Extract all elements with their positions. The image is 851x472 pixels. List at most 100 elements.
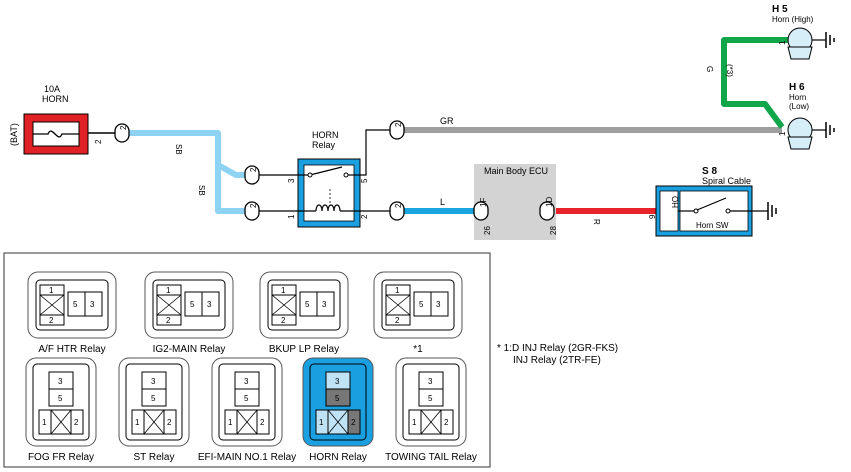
relay-efi-main: 3 5 1 2 EFI-MAIN NO.1 Relay bbox=[198, 357, 296, 463]
wire-label-gr: GR bbox=[440, 116, 454, 126]
svg-text:2: 2 bbox=[249, 203, 258, 208]
svg-text:2: 2 bbox=[167, 418, 172, 427]
horn-low-code: H 6 bbox=[789, 82, 805, 93]
svg-text:2: 2 bbox=[395, 316, 400, 325]
relay-pin-5: 5 bbox=[360, 178, 369, 183]
relay-fog-fr: 3 5 1 2 FOG FR Relay bbox=[25, 357, 97, 463]
wires bbox=[88, 37, 789, 214]
svg-text:1: 1 bbox=[166, 286, 171, 295]
connector-fuse: 2 bbox=[114, 123, 130, 143]
spiral-cable: S 8 Spiral Cable HO 9 Horn SW bbox=[648, 166, 777, 237]
ground-icon bbox=[825, 32, 835, 48]
svg-text:2: 2 bbox=[394, 203, 403, 208]
svg-text:1: 1 bbox=[395, 286, 400, 295]
connector-1d: 1D bbox=[539, 197, 555, 221]
svg-text:3: 3 bbox=[428, 377, 433, 386]
svg-text:3: 3 bbox=[90, 300, 95, 309]
ecu-name: Main Body ECU bbox=[484, 166, 548, 176]
spiral-terminal: HO bbox=[671, 196, 680, 208]
relay-towing-tail: 3 5 1 2 TOWING TAIL Relay bbox=[385, 357, 477, 463]
svg-text:5: 5 bbox=[419, 300, 424, 309]
relay-label: EFI-MAIN NO.1 Relay bbox=[198, 452, 296, 463]
relay-st: 3 5 1 2 ST Relay bbox=[118, 357, 190, 463]
horn-low: H 6 Horn (Low) 1 bbox=[778, 82, 835, 150]
spiral-code: S 8 bbox=[702, 166, 717, 177]
connector-1f: 1F bbox=[473, 198, 489, 221]
svg-text:1: 1 bbox=[135, 418, 140, 427]
svg-text:1: 1 bbox=[42, 418, 47, 427]
svg-text:1: 1 bbox=[412, 418, 417, 427]
footnote: * 1:D INJ Relay (2GR-FKS) INJ Relay (2TR… bbox=[497, 343, 618, 366]
svg-text:3: 3 bbox=[244, 377, 249, 386]
svg-text:1: 1 bbox=[49, 286, 54, 295]
svg-text:2: 2 bbox=[444, 418, 449, 427]
fuse-source: (BAT) bbox=[9, 123, 19, 146]
relay-row-2: 3 5 1 2 FOG FR Relay 3 5 1 2 ST R bbox=[25, 357, 477, 463]
fuse-rating: 10A bbox=[44, 84, 60, 94]
svg-text:5: 5 bbox=[428, 394, 433, 403]
relay-af-htr: 1 2 5 3 A/F HTR Relay bbox=[27, 271, 117, 355]
spiral-name: Spiral Cable bbox=[702, 176, 751, 186]
svg-text:3: 3 bbox=[436, 300, 441, 309]
svg-text:3: 3 bbox=[58, 377, 63, 386]
horn-high-pin: 1 bbox=[778, 40, 787, 45]
relay-bkup-lp: 1 2 5 3 BKUP LP Relay bbox=[259, 271, 349, 355]
svg-text:1F: 1F bbox=[479, 198, 488, 207]
svg-text:5: 5 bbox=[335, 394, 340, 403]
relay-label: FOG FR Relay bbox=[28, 452, 94, 463]
horn-icon bbox=[787, 27, 826, 60]
wire-label-sb-2: SB bbox=[197, 185, 206, 196]
svg-text:2: 2 bbox=[281, 316, 286, 325]
wire-sb bbox=[128, 130, 252, 178]
connector-relay-3: 2 bbox=[244, 165, 260, 185]
horn-relay: HORN Relay 3 5 1 2 bbox=[287, 130, 369, 228]
fuse-name: HORN bbox=[42, 94, 69, 104]
relay-label: TOWING TAIL Relay bbox=[385, 452, 477, 463]
svg-text:5: 5 bbox=[305, 300, 310, 309]
connector-l: 2 bbox=[389, 201, 405, 221]
svg-text:2: 2 bbox=[49, 316, 54, 325]
horn-high-name: Horn (High) bbox=[772, 15, 814, 24]
svg-text:2: 2 bbox=[119, 125, 128, 130]
svg-text:1: 1 bbox=[319, 418, 324, 427]
footnote-line-1: * 1:D INJ Relay (2GR-FKS) bbox=[497, 343, 618, 354]
connector-relay-1: 2 bbox=[244, 201, 260, 221]
relay-label: HORN Relay bbox=[309, 452, 367, 463]
svg-text:(Low): (Low) bbox=[789, 102, 809, 111]
wire-sb-branch bbox=[215, 165, 252, 214]
relay-label: ST Relay bbox=[134, 452, 175, 463]
relay-label: *1 bbox=[413, 344, 423, 355]
wire-label-r: R bbox=[592, 219, 601, 225]
relay-pin-2: 2 bbox=[360, 214, 369, 219]
wire-label-sb: SB bbox=[174, 144, 183, 155]
svg-text:HORN: HORN bbox=[312, 130, 339, 140]
svg-text:5: 5 bbox=[244, 394, 249, 403]
svg-text:5: 5 bbox=[190, 300, 195, 309]
relay-label: A/F HTR Relay bbox=[38, 344, 105, 355]
svg-text:Horn: Horn bbox=[789, 93, 806, 102]
relay-star-1: 1 2 5 3 *1 bbox=[373, 271, 463, 355]
svg-text:1: 1 bbox=[228, 418, 233, 427]
svg-text:2: 2 bbox=[249, 167, 258, 172]
relay-pin-3: 3 bbox=[287, 178, 296, 183]
horn-switch-label: Horn SW bbox=[696, 221, 729, 230]
ground-icon bbox=[767, 202, 777, 220]
horn-low-pin: 1 bbox=[778, 131, 787, 136]
svg-text:2: 2 bbox=[260, 418, 265, 427]
wire-labels: SB SB GR G (*3) L R bbox=[174, 64, 734, 225]
connectors: 2 2 2 2 2 bbox=[114, 120, 405, 221]
horn-icon bbox=[787, 117, 826, 150]
horn-high: H 5 Horn (High) 1 bbox=[772, 4, 835, 60]
fuse-horn: 10A HORN (BAT) 2 bbox=[9, 84, 103, 155]
svg-text:5: 5 bbox=[73, 300, 78, 309]
svg-text:Relay: Relay bbox=[312, 140, 336, 150]
wire-label-l: L bbox=[440, 197, 445, 207]
footnote-line-2: INJ Relay (2TR-FE) bbox=[513, 355, 601, 366]
svg-text:5: 5 bbox=[58, 394, 63, 403]
spiral-pin: 9 bbox=[648, 214, 657, 219]
ecu-body bbox=[474, 164, 556, 240]
relay-horn-highlighted: 3 5 1 2 HORN Relay bbox=[302, 357, 374, 463]
svg-text:2: 2 bbox=[394, 122, 403, 127]
svg-text:3: 3 bbox=[322, 300, 327, 309]
